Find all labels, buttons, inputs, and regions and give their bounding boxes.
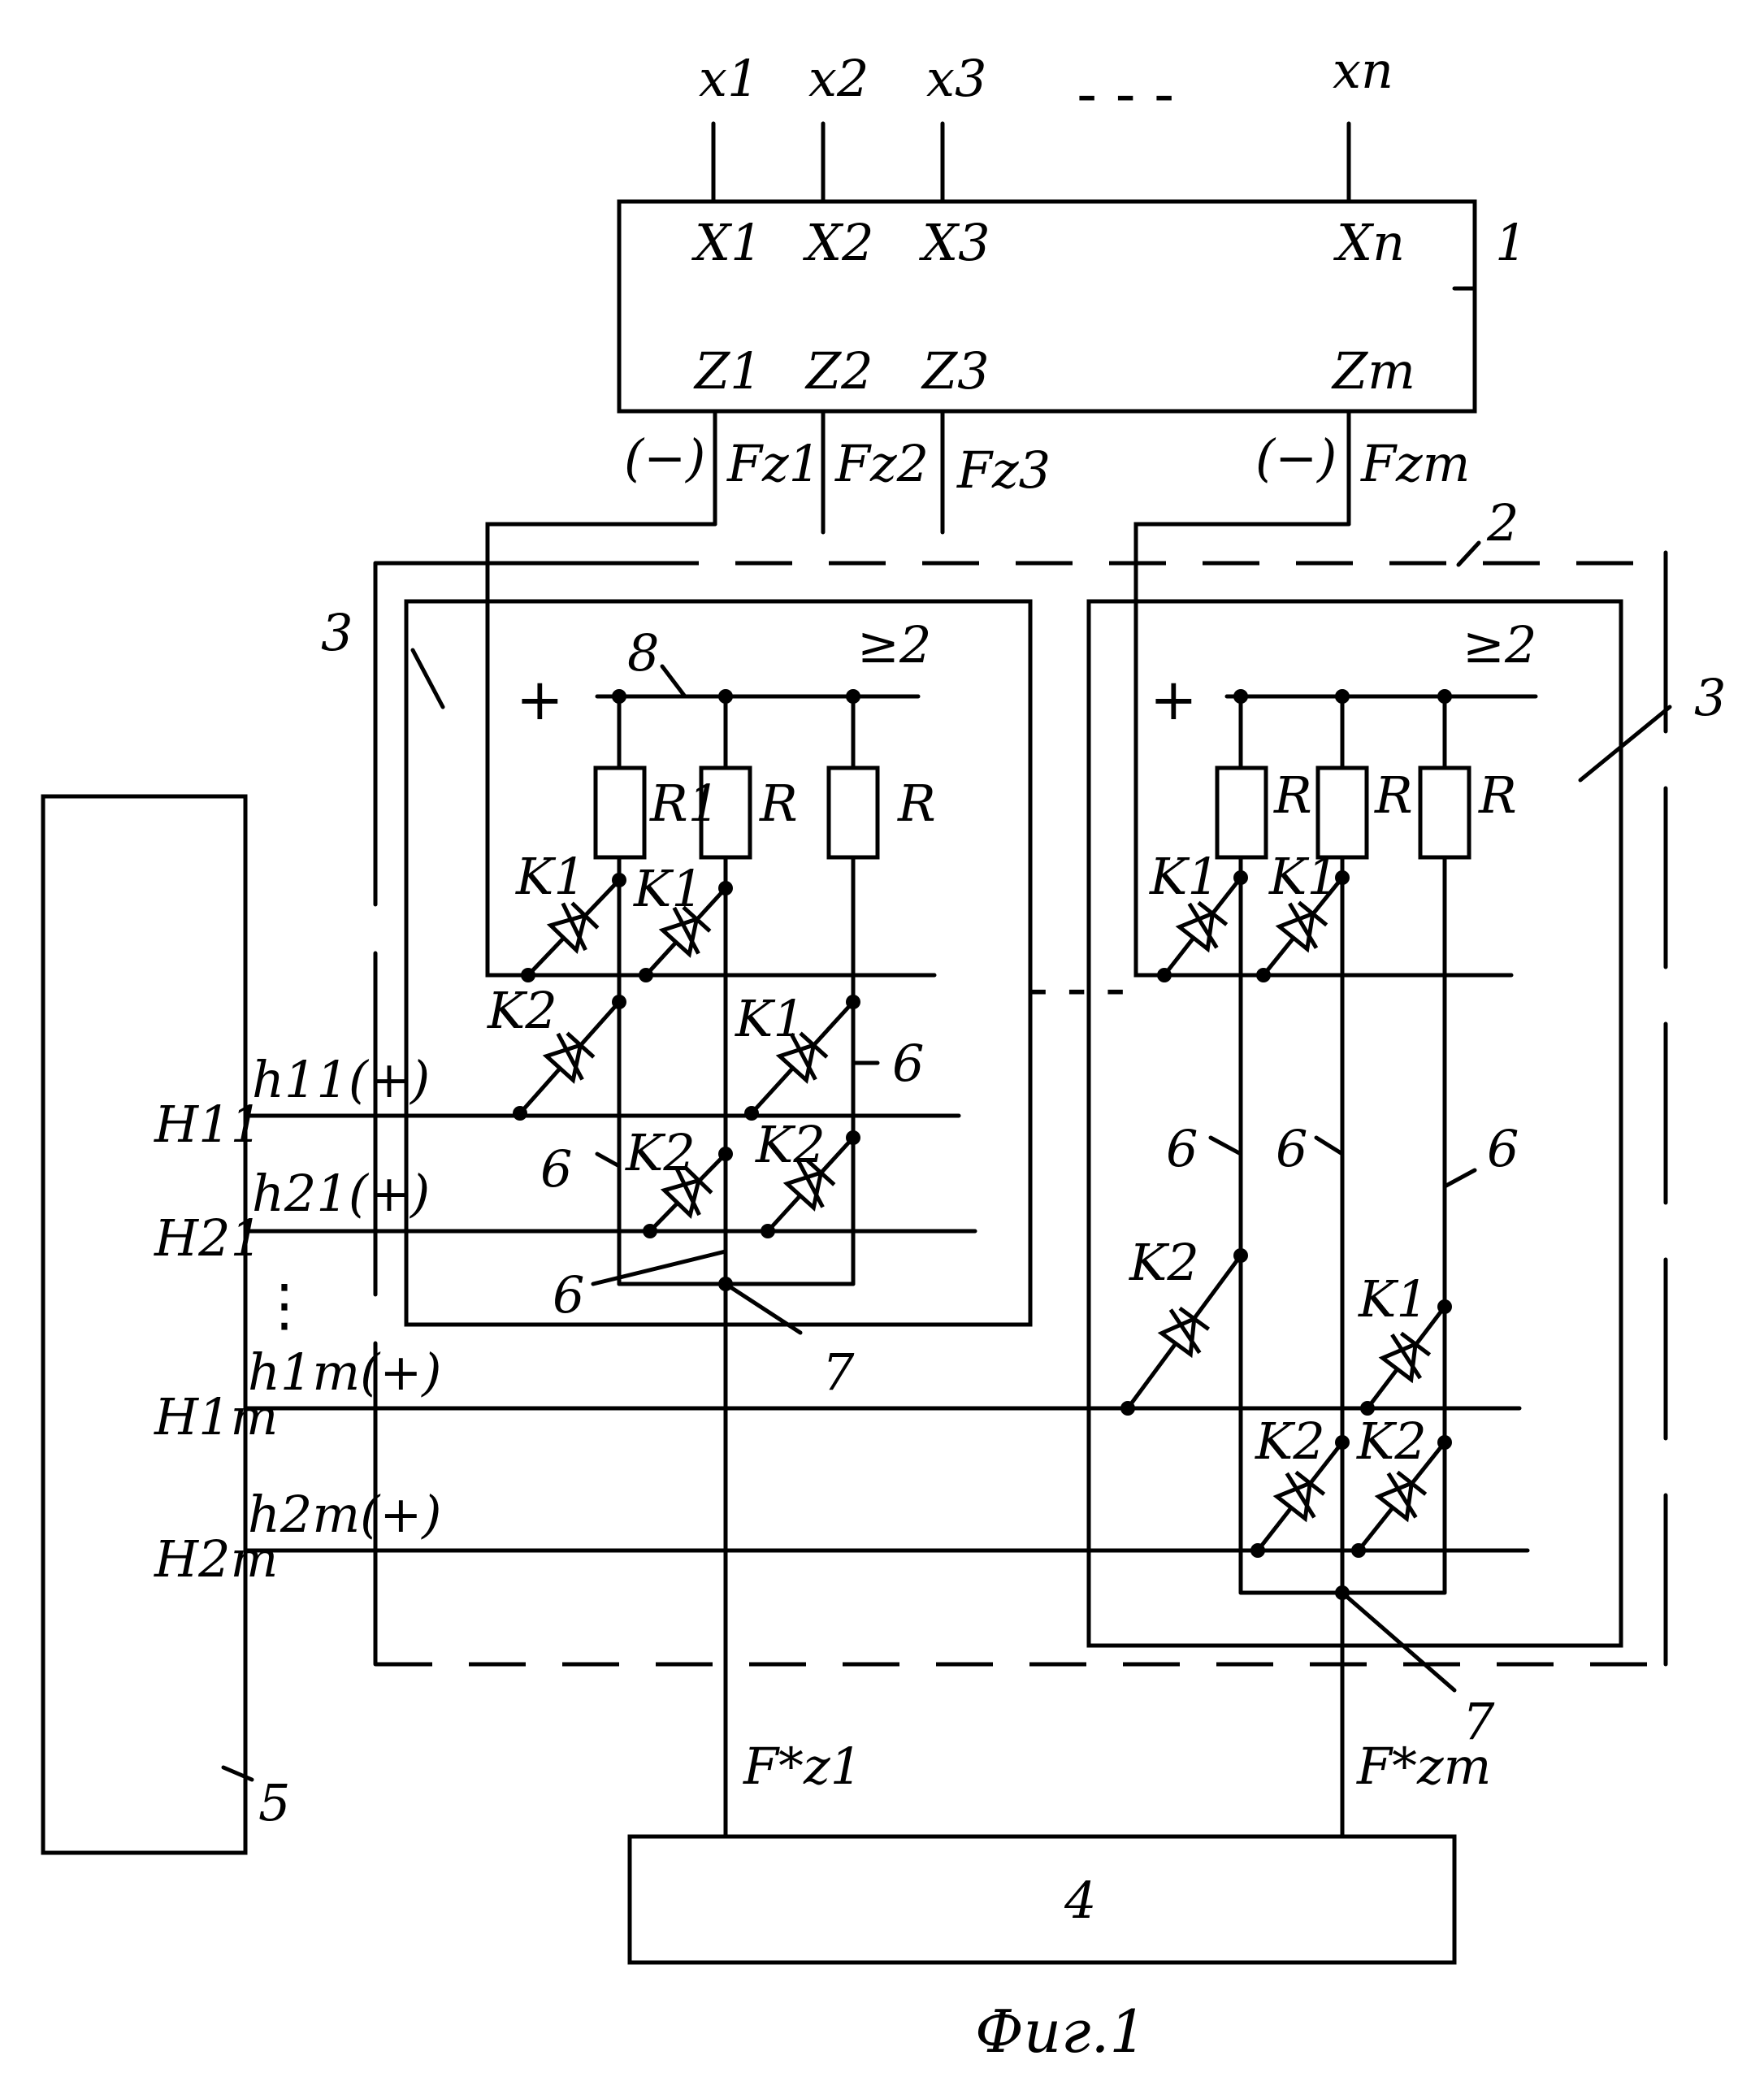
label-xn: xn xyxy=(1333,41,1393,100)
label-block-4: 4 xyxy=(1064,1871,1096,1930)
label-block-3-left: 3 xyxy=(321,603,353,662)
label-block-5: 5 xyxy=(258,1773,290,1832)
label-K1: K1 xyxy=(515,847,586,906)
diode-K2 xyxy=(1272,1468,1329,1523)
label-7: 7 xyxy=(822,1342,855,1402)
label-Z1: Z1 xyxy=(693,341,762,401)
label-block-3-right: 3 xyxy=(1694,668,1726,727)
label-K2: K2 xyxy=(1255,1412,1325,1471)
label-ge-right: ≥2 xyxy=(1463,615,1536,674)
diode-K1 xyxy=(1174,899,1232,953)
label-K2: K2 xyxy=(625,1123,696,1182)
label-Xn: Xn xyxy=(1333,213,1405,272)
label-h21: h21(+) xyxy=(252,1164,430,1223)
label-h2m: h2m(+) xyxy=(248,1485,442,1544)
diode-K1 xyxy=(1274,899,1332,953)
wire-6-leader xyxy=(1211,1138,1241,1154)
label-R: R xyxy=(1374,765,1413,825)
label-block-2: 2 xyxy=(1486,493,1519,553)
block-5 xyxy=(43,796,245,1853)
label-R: R xyxy=(1478,765,1517,825)
block-3-left-leader xyxy=(413,650,443,707)
label-6: 6 xyxy=(1166,1119,1198,1178)
label-Fz1: Fz1 xyxy=(726,434,821,493)
node-7-leader xyxy=(1342,1593,1454,1690)
label-6: 6 xyxy=(1276,1119,1307,1178)
label-dots-v: ⋮ xyxy=(256,1272,313,1338)
label-K2: K2 xyxy=(755,1115,826,1174)
label-x2: x2 xyxy=(808,49,869,108)
label-neg-right: (−) xyxy=(1255,428,1337,488)
bus-8-leader xyxy=(662,666,685,696)
label-Zm: Zm xyxy=(1331,341,1415,401)
block-3-right-leader xyxy=(1580,707,1670,780)
label-Fz2: Fz2 xyxy=(834,434,929,493)
resistor-R xyxy=(1217,768,1266,857)
label-bus-8: 8 xyxy=(627,623,659,683)
label-X2: X2 xyxy=(803,213,874,272)
resistor-R xyxy=(829,768,878,857)
wire-6-leader xyxy=(1316,1138,1342,1154)
label-h1m: h1m(+) xyxy=(248,1342,442,1402)
block-2-leader xyxy=(1458,543,1479,565)
label-K1: K1 xyxy=(735,989,805,1048)
label-X3: X3 xyxy=(919,213,990,272)
label-R: R xyxy=(759,774,798,833)
label-R: R xyxy=(897,774,936,833)
neg-line-left xyxy=(488,524,934,975)
label-dots-h: - - - xyxy=(1077,61,1174,128)
label-Z2: Z2 xyxy=(804,341,873,401)
label-6: 6 xyxy=(1487,1119,1519,1178)
label-Fstar1: F*z1 xyxy=(743,1737,862,1796)
label-ge-left: ≥2 xyxy=(857,615,931,674)
label-K1: K1 xyxy=(1149,847,1220,906)
label-neg-left: (−) xyxy=(624,428,705,488)
label-plus-left: + xyxy=(516,666,564,733)
resistor-R xyxy=(1420,768,1469,857)
label-X1: X1 xyxy=(691,213,763,272)
wire-6-leader xyxy=(593,1251,726,1284)
resistor-R1 xyxy=(596,768,644,857)
label-Fstarm: F*zm xyxy=(1356,1737,1491,1796)
label-plus-right: + xyxy=(1150,666,1198,733)
block-3-left xyxy=(406,601,1030,1325)
label-h11: h11(+) xyxy=(252,1050,430,1109)
label-H11: H11 xyxy=(154,1095,262,1154)
label-K2: K2 xyxy=(1356,1412,1427,1471)
diode-K1 xyxy=(1377,1329,1435,1383)
label-K1: K1 xyxy=(1268,847,1339,906)
resistor-R xyxy=(1318,768,1367,857)
label-Z3: Z3 xyxy=(921,341,990,401)
label-K2: K2 xyxy=(487,981,557,1040)
block-5-leader xyxy=(223,1767,252,1780)
label-x1: x1 xyxy=(699,49,759,108)
diode-K2 xyxy=(1373,1468,1431,1523)
wire-6-leader xyxy=(1445,1170,1475,1186)
diode-K2 xyxy=(1156,1304,1214,1358)
label-6: 6 xyxy=(553,1265,584,1325)
label-Fzm: Fzm xyxy=(1360,434,1470,493)
label-6: 6 xyxy=(892,1034,924,1093)
label-dots-between: - - - xyxy=(1028,955,1125,1021)
label-K1: K1 xyxy=(633,859,704,918)
label-R: R xyxy=(1273,765,1312,825)
label-R1: R1 xyxy=(649,774,720,833)
label-block-1: 1 xyxy=(1495,213,1527,272)
block-4 xyxy=(630,1837,1454,1962)
figure-caption: Фиг.1 xyxy=(975,1997,1146,2066)
label-Fz3: Fz3 xyxy=(956,440,1051,500)
label-H21: H21 xyxy=(154,1208,262,1268)
label-6: 6 xyxy=(540,1139,572,1199)
wire-6-leader xyxy=(597,1154,619,1166)
label-K1: K1 xyxy=(1358,1269,1428,1329)
label-x3: x3 xyxy=(926,49,986,108)
label-K2: K2 xyxy=(1129,1233,1199,1292)
